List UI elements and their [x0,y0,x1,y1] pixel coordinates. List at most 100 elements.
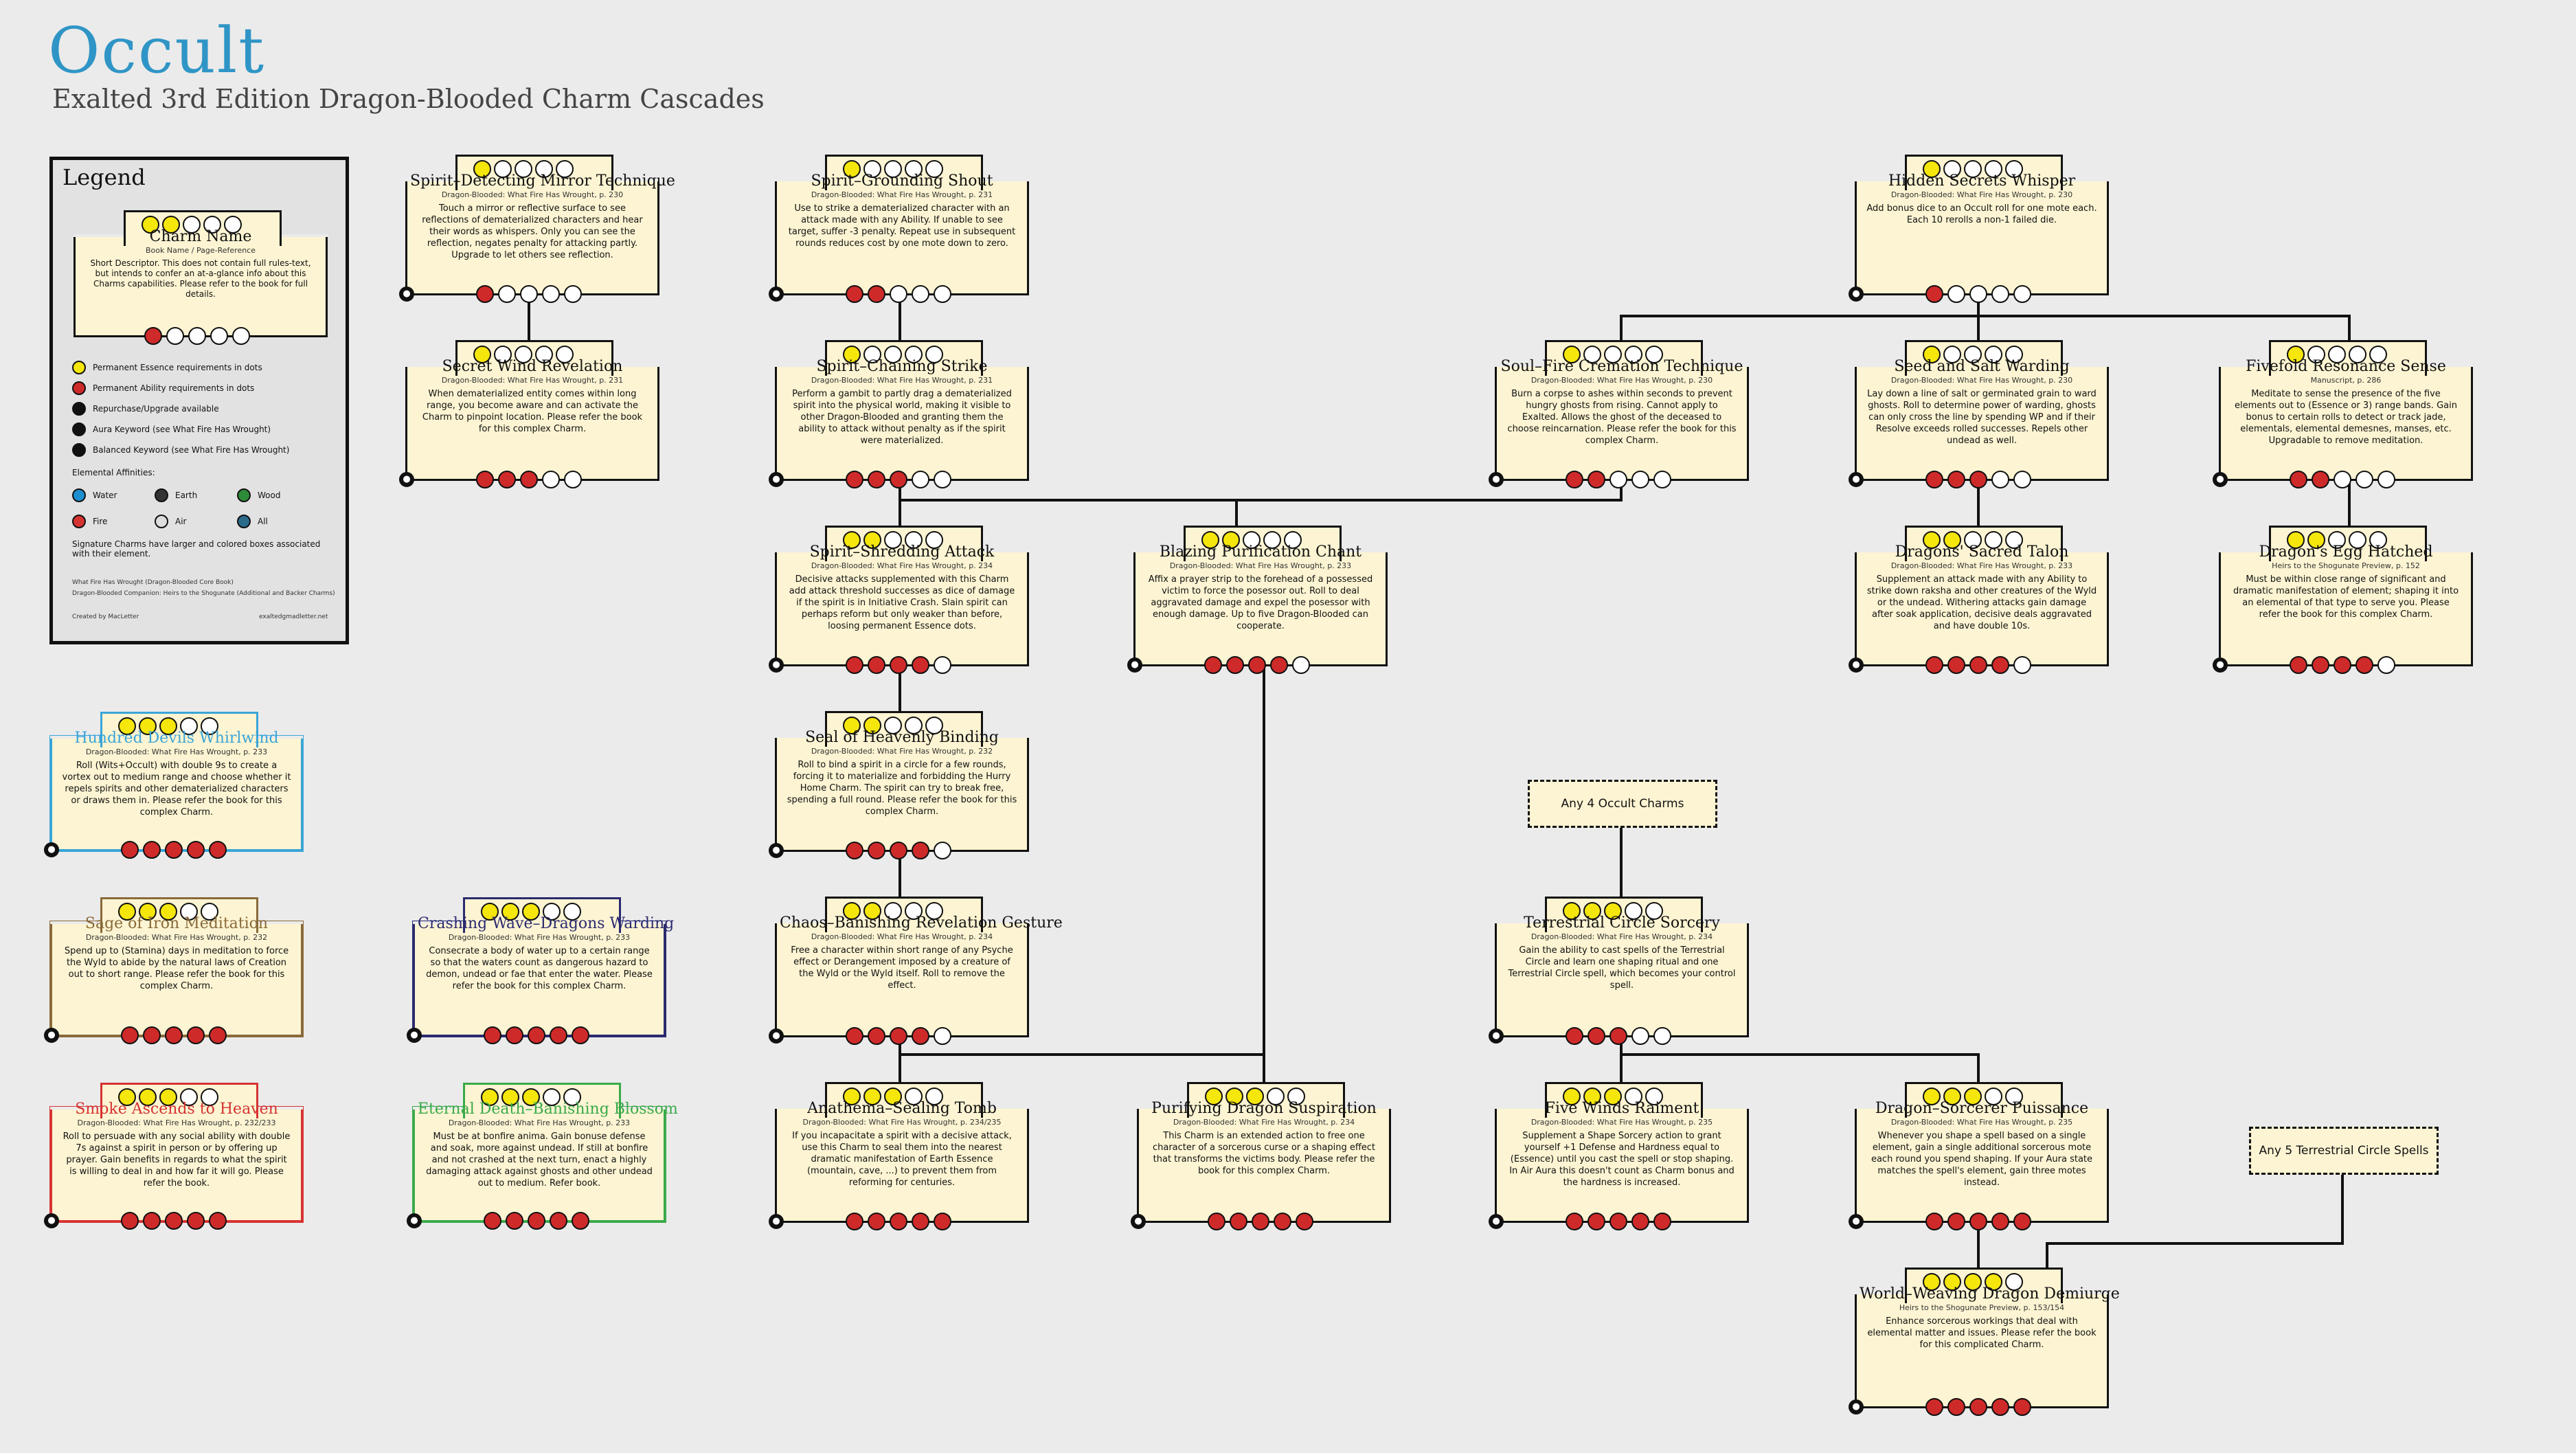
essence-dots [843,902,943,920]
essence-dots [1563,346,1663,363]
placeholder-any-4-occult: Any 4 Occult Charms [1528,780,1717,828]
ability-dots [1925,285,2031,303]
ability-dots [121,841,227,859]
keyword-icon: ● [1489,1214,1504,1229]
charm-desc: Meditate to sense the presence of the fi… [2235,389,2457,446]
keyword-icon: ● [1849,657,1864,673]
charm-book: Dragon-Blooded: What Fire Has Wrought, p… [1890,190,2073,199]
charm-desc: Roll to bind a spirit in a circle for a … [787,760,1017,817]
legend-key-essence: Permanent Essence requirements in dots [72,361,262,374]
charm-desc: Free a character within short range of a… [791,945,1013,991]
charm-desc: Add bonus dice to an Occult roll for one… [1866,203,2097,225]
ability-dots [144,327,250,345]
charm-name: Crashing Wave–Dragons Warding [418,915,675,932]
ability-dots [846,285,951,303]
charm-book: Heirs to the Shogunate Preview, p. 153/1… [1899,1303,2065,1312]
charm-name: Seed and Salt Warding [1894,358,2070,375]
charm-book: Dragon-Blooded: What Fire Has Wrought, p… [441,190,624,199]
essence-dots [843,160,943,178]
charm-desc: Consecrate a body of water up to a certa… [426,946,653,991]
essence-dots [473,346,574,363]
charm-name: Blazing Purification Chant [1159,543,1362,561]
charm-book: Dragon-Blooded: What Fire Has Wrought, p… [85,747,268,756]
charm-desc: Touch a mirror or reflective surface to … [422,203,643,260]
charm-desc: Use to strike a dematerialized character… [788,203,1016,249]
keyword-icon: ● [1849,1214,1864,1229]
keyword-icon: ● [1849,1399,1864,1415]
ability-dots [121,1212,227,1230]
air-icon [155,515,168,528]
keyword-icon: ● [407,1028,422,1043]
ability-dots [121,1026,227,1044]
charm-book: Dragon-Blooded: What Fire Has Wrought, p… [1890,376,2073,385]
charm-book: Dragon-Blooded: What Fire Has Wrought, p… [1169,561,1352,570]
charm-name: Purifying Dragon Suspiration [1151,1100,1377,1117]
legend-key-aura: Aura Keyword (see What Fire Has Wrought) [72,423,271,436]
ability-dots [1566,471,1671,488]
page-subtitle: Exalted 3rd Edition Dragon-Blooded Charm… [52,84,765,114]
upgrade-icon [72,402,86,416]
charm-desc: Perform a gambit to partly drag a demate… [792,389,1012,446]
essence-dots [2287,346,2387,363]
charm-desc: Roll to persuade with any social ability… [63,1131,291,1189]
wood-icon [237,488,251,502]
charm-name: Charm Name [149,228,252,245]
charm-book: Dragon-Blooded: What Fire Has Wrought, p… [441,376,624,385]
essence-dots [473,160,574,178]
keyword-icon: ● [1849,286,1864,302]
charm-desc: Roll (Wits+Occult) with double 9s to cre… [62,761,291,818]
legend-title: Legend [63,164,146,190]
ability-dots [1925,1398,2031,1416]
ability-dots [484,1026,589,1044]
affinities-title: Elemental Affinities: [72,468,155,477]
keyword-icon: ● [44,842,59,857]
legend-site: exaltedgmadletter.net [259,613,328,620]
legend-key-upgrade: Repurchase/Upgrade available [72,402,219,416]
keyword-icon: ● [1849,472,1864,487]
legend-source-1: What Fire Has Wrought (Dragon-Blooded Co… [72,579,234,586]
charm-book: Dragon-Blooded: What Fire Has Wrought, p… [1890,561,2073,570]
charm-name: Terrestrial Circle Sorcery [1524,914,1720,932]
ability-dots [1566,1027,1671,1045]
legend-source-2: Dragon-Blooded Companion: Heirs to the S… [72,590,335,597]
earth-icon [155,488,168,502]
essence-dots [118,1088,218,1106]
charm-desc: Supplement a Shape Sorcery action to gra… [1509,1131,1735,1188]
keyword-icon: ● [769,286,784,302]
charm-name: Spirit–Grounding Shout [811,172,993,190]
essence-dots [1923,346,2023,363]
fire-icon [72,515,86,528]
charm-name: Seal of Heavenly Binding [805,729,999,746]
essence-dots [118,903,218,921]
ability-dots [1925,1213,2031,1230]
essence-dots [118,717,218,735]
charm-book: Dragon-Blooded: What Fire Has Wrought, p… [811,561,993,570]
legend-sample-charm: Charm Name Book Name / Page-Reference Sh… [74,210,328,345]
keyword-icon: ● [769,1028,784,1044]
